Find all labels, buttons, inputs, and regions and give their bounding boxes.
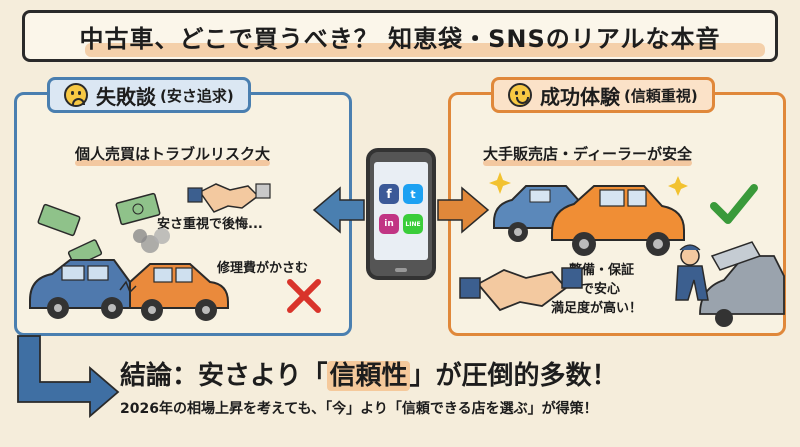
conclusion-highlight: 信頼性 bbox=[327, 361, 410, 391]
failure-label-regret: 安さ重視で後悔... bbox=[157, 217, 263, 232]
failure-label-repair: 修理費がかさむ bbox=[217, 261, 309, 276]
instagram-icon: in bbox=[379, 214, 399, 234]
success-label-satisfaction: 満足度が高い！ bbox=[551, 301, 643, 316]
cross-icon bbox=[287, 279, 321, 313]
arrow-left-icon bbox=[312, 186, 365, 234]
twitter-icon: t bbox=[403, 184, 423, 204]
conclusion-arrow-icon bbox=[17, 335, 120, 418]
worried-face-icon bbox=[64, 83, 88, 107]
mechanic-icon bbox=[675, 241, 785, 327]
failure-subtitle: 個人売買はトラブルリスク大 bbox=[75, 143, 271, 166]
phone-screen: f t in LINE bbox=[374, 162, 428, 260]
page-title: 中古車、どこで買うべき？ 知恵袋・SNSのリアルな本音 bbox=[79, 24, 721, 53]
success-heading-sub: (信頼重視) bbox=[624, 86, 698, 105]
money-icon bbox=[37, 192, 161, 267]
failure-heading: 失敗談 (安さ追求) bbox=[47, 77, 251, 113]
success-label-maintenance: 整備・保証 bbox=[569, 263, 635, 278]
smartphone: f t in LINE bbox=[366, 148, 436, 280]
conclusion-suffix: 」が圧倒的多数！ bbox=[409, 361, 618, 391]
crashed-cars-icon bbox=[29, 228, 229, 321]
phone-home-button bbox=[395, 268, 407, 272]
success-label-relief: で安心 bbox=[581, 282, 621, 297]
conclusion-prefix: 結論：安さより「 bbox=[120, 361, 328, 391]
title-highlight bbox=[85, 43, 765, 57]
line-icon: LINE bbox=[403, 214, 423, 234]
success-subtitle: 大手販売店・ディーラーが安全 bbox=[483, 143, 692, 166]
conclusion-main: 結論：安さより「信頼性」が圧倒的多数！ bbox=[120, 355, 780, 392]
check-icon bbox=[710, 184, 758, 224]
success-heading-title: 成功体験 bbox=[540, 84, 620, 109]
conclusion: 結論：安さより「信頼性」が圧倒的多数！ 2026年の相場上昇を考えても、「今」よ… bbox=[120, 355, 780, 418]
failure-heading-sub: (安さ追求) bbox=[160, 86, 234, 105]
facebook-icon: f bbox=[379, 184, 399, 204]
conclusion-sub: 2026年の相場上昇を考えても、「今」より「信頼できる店を選ぶ」が得策！ bbox=[120, 401, 598, 417]
failure-heading-title: 失敗談 bbox=[96, 84, 156, 109]
title-bar: 中古車、どこで買うべき？ 知恵袋・SNSのリアルな本音 bbox=[22, 10, 778, 62]
handshake-icon bbox=[459, 267, 583, 312]
dealer-cars-icon bbox=[489, 172, 688, 256]
arrow-right-icon bbox=[437, 186, 490, 234]
smiling-face-icon bbox=[508, 83, 532, 107]
handshake-icon bbox=[187, 183, 271, 213]
success-heading: 成功体験 (信頼重視) bbox=[491, 77, 715, 113]
